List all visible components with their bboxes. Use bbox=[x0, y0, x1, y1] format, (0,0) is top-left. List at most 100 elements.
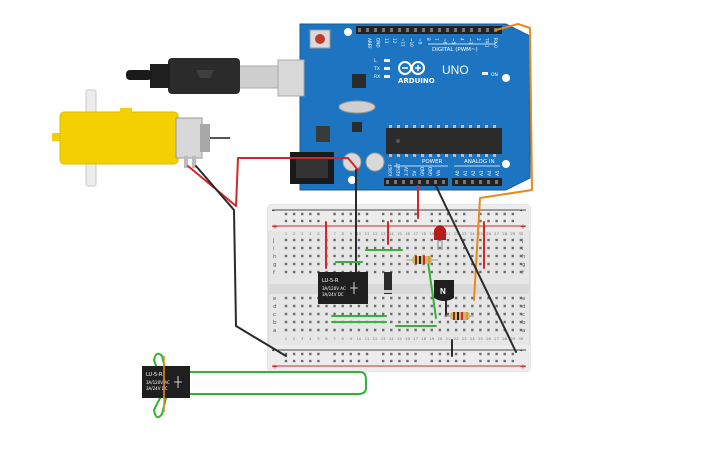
row-letter-right: h bbox=[522, 254, 526, 260]
digital-pin-label: ~11 bbox=[401, 38, 406, 47]
row-letter-right: c bbox=[522, 312, 525, 318]
status-led-icon bbox=[384, 75, 390, 78]
row-letter-right: b bbox=[522, 320, 526, 326]
relay-main-rating-2: 3A/24V DC bbox=[322, 292, 344, 297]
usb-chip bbox=[352, 74, 366, 88]
column-number-top: 22 bbox=[454, 231, 459, 236]
resistor-1[interactable] bbox=[406, 256, 438, 264]
digital-pin-label: ~6 bbox=[443, 38, 448, 45]
row-letter-right: j bbox=[521, 238, 524, 244]
usb-cable[interactable] bbox=[126, 58, 305, 97]
row-letter-left: c bbox=[273, 312, 276, 318]
capacitor-2 bbox=[365, 152, 385, 172]
transistor-npn[interactable]: N bbox=[434, 280, 454, 301]
arduino-logo-icon bbox=[398, 61, 425, 75]
wire-orange[interactable] bbox=[473, 23, 533, 301]
wire-green-6[interactable] bbox=[427, 261, 437, 319]
row-letter-left: g bbox=[273, 262, 277, 268]
digital-pin-label: AREF bbox=[367, 38, 372, 49]
analog-label: ANALOG IN bbox=[464, 159, 495, 165]
column-number-bottom: 9 bbox=[350, 336, 353, 341]
digital-pin-label: 8 bbox=[426, 38, 431, 41]
row-letter-left: j bbox=[272, 238, 275, 244]
atmega-chip bbox=[386, 128, 502, 154]
row-letter-left: d bbox=[273, 304, 277, 310]
row-letter-left: i bbox=[273, 246, 275, 252]
power-header[interactable] bbox=[384, 178, 448, 186]
column-number-bottom: 29 bbox=[510, 336, 515, 341]
digital-header[interactable] bbox=[356, 26, 502, 34]
status-led-label: TX bbox=[373, 66, 380, 72]
column-number-bottom: 26 bbox=[486, 336, 491, 341]
column-number-top: 23 bbox=[462, 231, 467, 236]
row-letter-right: i bbox=[522, 246, 524, 252]
column-number-top: 18 bbox=[421, 231, 426, 236]
power-pin-label: GND bbox=[420, 167, 425, 176]
column-number-top: 1 bbox=[285, 231, 288, 236]
transistor-label: N bbox=[440, 287, 446, 296]
analog-header[interactable] bbox=[452, 178, 502, 186]
rail-minus-top-right: - bbox=[520, 207, 523, 215]
analog-pin-label: A4 bbox=[487, 170, 492, 176]
rail-minus-bottom: - bbox=[272, 347, 275, 355]
row-letter-right: e bbox=[522, 296, 526, 302]
status-led-label: L bbox=[374, 58, 377, 64]
column-number-bottom: 25 bbox=[478, 336, 483, 341]
power-pin-label: 3.3V bbox=[404, 167, 409, 176]
column-number-top: 9 bbox=[350, 231, 353, 236]
digital-pin-label: 12 bbox=[392, 38, 397, 44]
reset-button[interactable] bbox=[315, 34, 325, 44]
row-letter-right: a bbox=[522, 328, 525, 334]
power-pin-label: IOREF bbox=[388, 163, 393, 176]
wire-black-gnd[interactable] bbox=[435, 185, 517, 353]
column-number-bottom: 4 bbox=[309, 336, 312, 341]
rail-plus-bottom: + bbox=[272, 363, 278, 371]
digital-pin-label: 13 bbox=[384, 38, 389, 44]
wire-green-relay-coil[interactable] bbox=[153, 352, 167, 419]
column-number-bottom: 27 bbox=[494, 336, 499, 341]
column-number-bottom: 8 bbox=[341, 336, 344, 341]
column-number-bottom: 1 bbox=[285, 336, 288, 341]
column-number-bottom: 3 bbox=[301, 336, 304, 341]
digital-label: DIGITAL (PWM~) bbox=[432, 47, 478, 53]
led-red[interactable] bbox=[434, 225, 446, 250]
digital-pin-label: ~3 bbox=[468, 38, 473, 45]
column-number-top: 19 bbox=[429, 231, 434, 236]
column-number-top: 17 bbox=[413, 231, 418, 236]
relay-main[interactable]: LU-5-R 3A/120V AC 3A/24V DC bbox=[318, 272, 368, 304]
relay-external[interactable]: LU-5-R 3A/120V AC 3A/24V DC bbox=[142, 366, 190, 398]
rail-plus-top: + bbox=[272, 223, 278, 231]
row-letter-right: d bbox=[522, 304, 526, 310]
column-number-bottom: 17 bbox=[413, 336, 418, 341]
diode[interactable] bbox=[384, 272, 392, 294]
row-letter-right: f bbox=[522, 270, 525, 276]
on-label: ON bbox=[491, 72, 498, 78]
dc-gear-motor[interactable] bbox=[52, 89, 230, 187]
voltage-regulator bbox=[316, 126, 330, 142]
column-number-bottom: 20 bbox=[437, 336, 442, 341]
analog-pin-label: A3 bbox=[479, 170, 484, 176]
column-number-top: 5 bbox=[317, 231, 320, 236]
wire-black-motor[interactable] bbox=[195, 165, 287, 357]
resistor-2[interactable] bbox=[444, 312, 474, 320]
column-number-bottom: 16 bbox=[405, 336, 410, 341]
column-number-bottom: 19 bbox=[429, 336, 434, 341]
column-number-top: 28 bbox=[502, 231, 507, 236]
column-number-top: 30 bbox=[518, 231, 523, 236]
row-letter-left: h bbox=[273, 254, 277, 260]
wire-green-loop[interactable] bbox=[179, 371, 367, 395]
rail-plus-top-right: + bbox=[520, 223, 526, 231]
column-number-top: 4 bbox=[309, 231, 312, 236]
power-pin-label: RESET bbox=[396, 163, 401, 176]
column-number-top: 21 bbox=[446, 231, 451, 236]
status-led-icon bbox=[384, 59, 390, 62]
column-number-bottom: 2 bbox=[293, 336, 296, 341]
column-number-bottom: 10 bbox=[356, 336, 361, 341]
digital-pin-label: TX 1 bbox=[485, 37, 490, 48]
column-number-bottom: 11 bbox=[365, 336, 370, 341]
column-number-bottom: 13 bbox=[381, 336, 386, 341]
power-pin-label: Vin bbox=[436, 169, 441, 176]
